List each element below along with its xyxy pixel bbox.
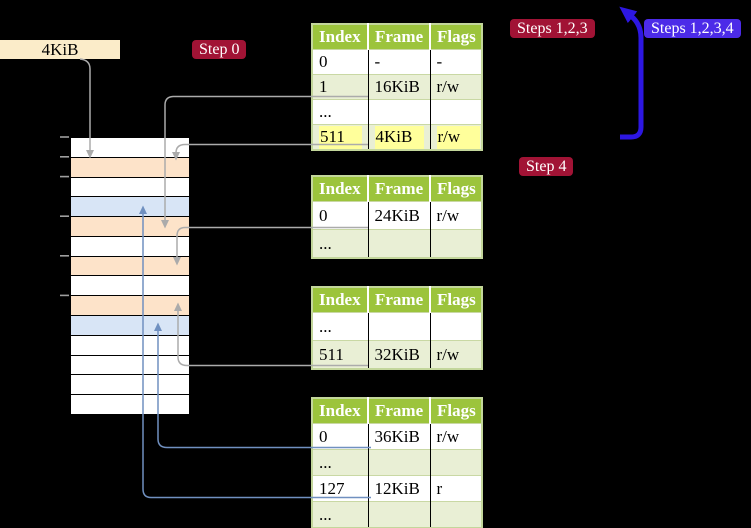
- memory-row-7-peach: [71, 255, 189, 276]
- cell-index: 0: [312, 49, 368, 75]
- memory-row-8-white: [71, 275, 189, 296]
- cell-flags: r/w: [429, 201, 482, 230]
- cell-flags: [429, 449, 482, 476]
- cell-index: 0: [312, 201, 368, 230]
- cell-index: 127: [312, 475, 368, 502]
- table-row: 0 36KiB r/w: [312, 423, 482, 450]
- badge-steps-1-2-3-4: Steps 1,2,3,4: [644, 19, 741, 38]
- cell-flags: r/w: [429, 124, 482, 150]
- cell-index: ...: [312, 312, 368, 341]
- table-row: ...: [312, 501, 482, 528]
- cell-frame: 36KiB: [367, 423, 430, 450]
- memory-row-13-white: [71, 374, 189, 395]
- column-header-flags: Flags: [429, 398, 482, 424]
- cell-flags: r/w: [429, 423, 482, 450]
- memory-row-10-blue: [71, 315, 189, 335]
- badge-step-4: Step 4: [519, 157, 574, 176]
- cell-frame: 24KiB: [367, 201, 430, 230]
- memory-row-14-white: [71, 394, 189, 414]
- table-row: 0 - -: [312, 49, 482, 75]
- memory-row-1-white: [71, 138, 189, 157]
- cell-flags: [429, 501, 482, 528]
- cell-index: ...: [312, 99, 368, 125]
- cell-flags: -: [429, 49, 482, 75]
- page-table-1: Index Frame Flags 0 - - 1 16KiB r/w ... …: [311, 23, 483, 151]
- table-row: 1 16KiB r/w: [312, 74, 482, 100]
- badge-step-0: Step 0: [192, 40, 247, 59]
- cell-frame: -: [367, 49, 430, 75]
- cell-frame: 32KiB: [367, 340, 430, 369]
- cell-frame: 12KiB: [367, 475, 430, 502]
- cell-index: ...: [312, 501, 368, 528]
- cell-flags: r/w: [429, 340, 482, 369]
- column-header-flags: Flags: [429, 287, 482, 313]
- table-header-row: Index Frame Flags: [312, 398, 482, 424]
- column-header-frame: Frame: [367, 398, 430, 424]
- memory-column: [70, 137, 190, 415]
- table-header-row: Index Frame Flags: [312, 287, 482, 313]
- memory-row-5-peach: [71, 216, 189, 236]
- table-header-row: Index Frame Flags: [312, 24, 482, 50]
- table-row: ...: [312, 99, 482, 125]
- cell-frame: 4KiB: [367, 124, 430, 150]
- highlight: 4KiB: [374, 125, 425, 149]
- column-header-index: Index: [312, 398, 368, 424]
- table-row: ...: [312, 312, 482, 341]
- column-header-index: Index: [312, 287, 368, 313]
- memory-tick-marks: [60, 136, 69, 297]
- memory-row-6-white: [71, 235, 189, 256]
- highlight: 511: [319, 125, 362, 149]
- table-row: 0 24KiB r/w: [312, 201, 482, 230]
- memory-row-11-white: [71, 334, 189, 355]
- page-table-2: Index Frame Flags 0 24KiB r/w ...: [311, 175, 483, 259]
- arrow-steps-1-2-3-4: [619, 6, 644, 140]
- cell-index: 511: [312, 340, 368, 369]
- table-row: ...: [312, 229, 482, 258]
- cell-index: 1: [312, 74, 368, 100]
- cell-index: ...: [312, 229, 368, 258]
- cell-index: ...: [312, 449, 368, 476]
- column-header-flags: Flags: [429, 24, 482, 50]
- cell-frame: [367, 449, 430, 476]
- cell-index: 0: [312, 423, 368, 450]
- column-header-frame: Frame: [367, 287, 430, 313]
- cell-flags: [429, 229, 482, 258]
- memory-row-9-peach: [71, 295, 189, 316]
- memory-row-3-white: [71, 176, 189, 197]
- column-header-frame: Frame: [367, 24, 430, 50]
- column-header-index: Index: [312, 176, 368, 202]
- badge-steps-1-2-3: Steps 1,2,3: [510, 19, 595, 38]
- cell-flags: [429, 312, 482, 341]
- column-header-flags: Flags: [429, 176, 482, 202]
- table-row: 511 32KiB r/w: [312, 340, 482, 369]
- cell-flags: r/w: [429, 74, 482, 100]
- memory-row-12-white: [71, 354, 189, 375]
- column-header-frame: Frame: [367, 176, 430, 202]
- cell-frame: 16KiB: [367, 74, 430, 100]
- table-row-highlighted: 511 4KiB r/w: [312, 124, 482, 150]
- memory-row-4-blue: [71, 196, 189, 217]
- table-row: 127 12KiB r: [312, 475, 482, 502]
- page-table-4: Index Frame Flags 0 36KiB r/w ... 127 12…: [311, 397, 483, 528]
- table-row: ...: [312, 449, 482, 476]
- cell-flags: r: [429, 475, 482, 502]
- cell-frame: [367, 501, 430, 528]
- cell-frame: [367, 99, 430, 125]
- column-header-index: Index: [312, 24, 368, 50]
- table-header-row: Index Frame Flags: [312, 176, 482, 202]
- highlight: r/w: [436, 125, 480, 149]
- memory-row-2-peach: [71, 156, 189, 177]
- page-table-3: Index Frame Flags ... 511 32KiB r/w: [311, 286, 483, 370]
- cell-flags: [429, 99, 482, 125]
- cell-frame: [367, 229, 430, 258]
- cell-index: 511: [312, 124, 368, 150]
- frame-size-label: 4KiB: [0, 40, 120, 59]
- cell-frame: [367, 312, 430, 341]
